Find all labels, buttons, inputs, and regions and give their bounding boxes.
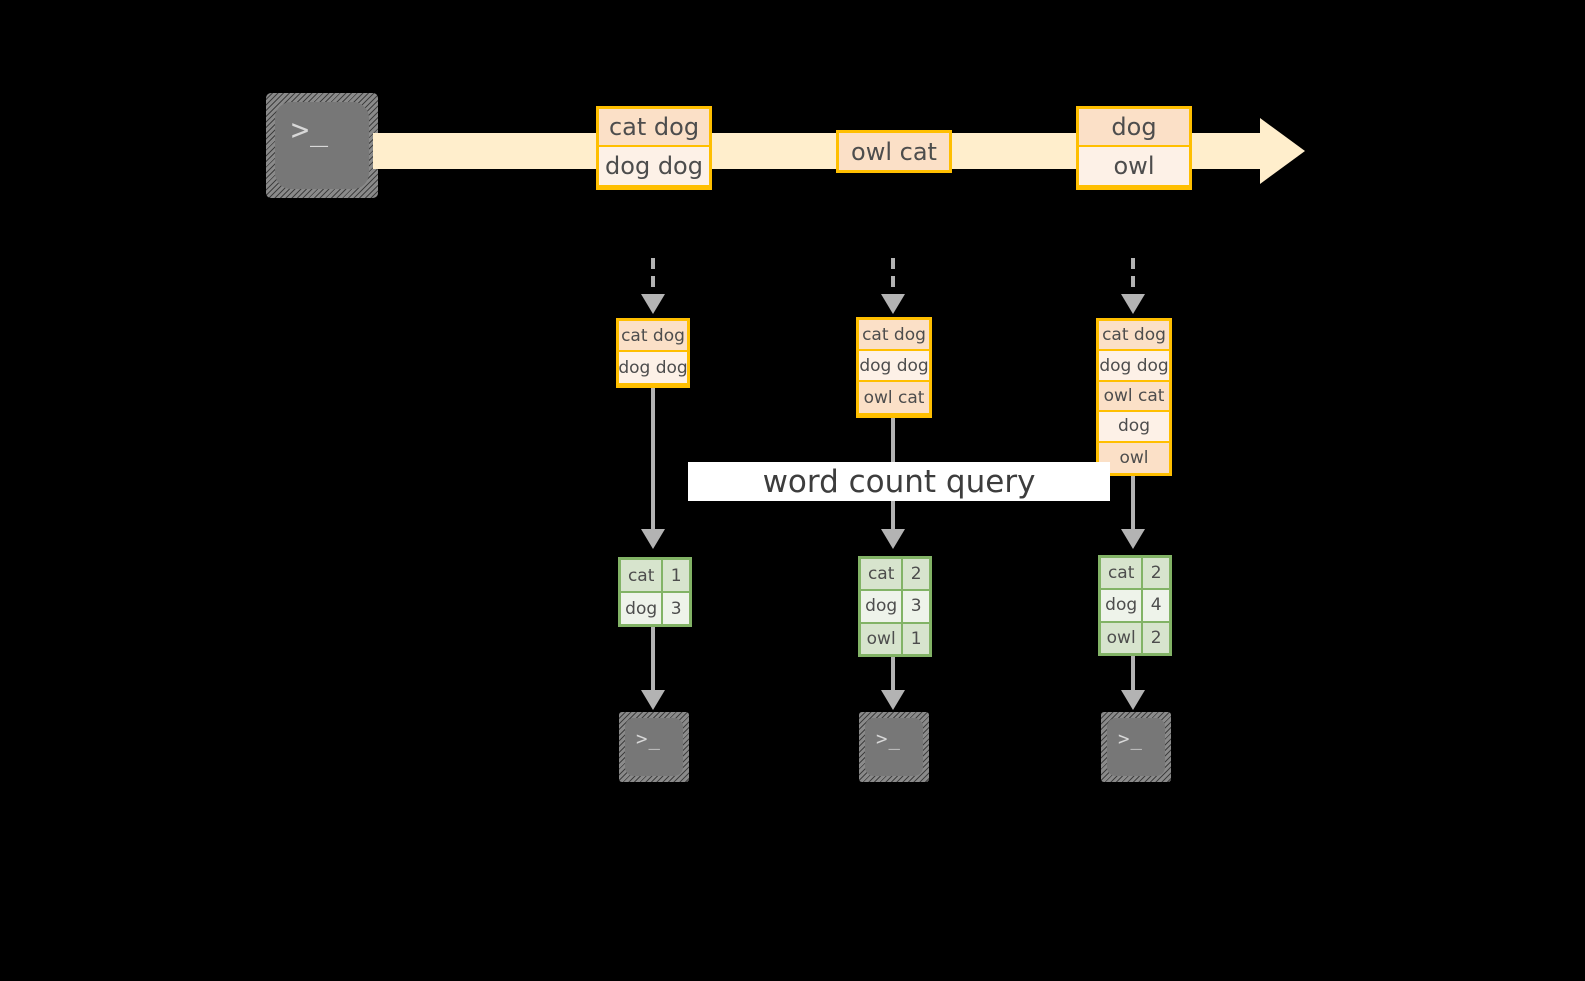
result-table-3: cat 2 dog 4 owl 2 (1098, 555, 1172, 656)
stream-tap-arrowhead-3 (1121, 294, 1145, 314)
stream-record-3: dog owl (1076, 106, 1192, 190)
result-word: dog (861, 591, 904, 622)
snapshot-input-table-1: cat dog dog dog (616, 318, 690, 388)
snapshot-input-table-3: cat dog dog dog owl cat dog owl (1096, 318, 1172, 476)
snapshot-input-line: dog dog (619, 352, 687, 383)
sink-flow-arrowhead-1 (641, 690, 665, 710)
result-word: cat (621, 560, 664, 591)
result-row: owl 1 (861, 623, 929, 654)
query-flow-line-3 (1131, 476, 1135, 531)
result-row: dog 3 (621, 593, 689, 624)
query-flow-line-1 (651, 388, 655, 531)
stream-record-line: dog dog (599, 147, 709, 185)
result-row: cat 1 (621, 560, 689, 593)
result-count: 1 (663, 560, 689, 591)
result-word: owl (1101, 622, 1144, 653)
result-row: owl 2 (1101, 622, 1169, 653)
terminal-screen: >_ (625, 718, 683, 776)
snapshot-input-line: owl cat (1099, 381, 1169, 413)
query-label-band: word count query (688, 462, 1110, 501)
sink-terminal-2: >_ (859, 712, 929, 782)
result-word: cat (861, 559, 904, 590)
result-count: 3 (663, 593, 689, 624)
snapshot-input-line: cat dog (1099, 321, 1169, 352)
result-row: dog 4 (1101, 590, 1169, 623)
sink-flow-line-3 (1131, 656, 1135, 692)
result-row: cat 2 (861, 559, 929, 592)
sink-flow-line-1 (651, 627, 655, 692)
query-label-text: word count query (762, 463, 1036, 500)
stream-arrow-head (1260, 118, 1305, 184)
result-row: dog 3 (861, 591, 929, 624)
source-terminal-icon: >_ (266, 93, 378, 198)
sink-flow-line-2 (891, 657, 895, 692)
sink-flow-arrowhead-3 (1121, 690, 1145, 710)
snapshot-input-line: dog dog (1099, 351, 1169, 382)
result-word: owl (861, 623, 904, 654)
stream-record-line: owl cat (839, 133, 949, 170)
result-count: 3 (903, 591, 929, 622)
stream-tap-line-3 (1131, 258, 1135, 296)
snapshot-input-line: owl cat (859, 382, 929, 413)
sink-flow-arrowhead-2 (881, 690, 905, 710)
stream-record-1: cat dog dog dog (596, 106, 712, 190)
stream-record-2: owl cat (836, 130, 952, 173)
stream-record-line: cat dog (599, 109, 709, 147)
result-word: cat (1101, 558, 1144, 589)
result-table-1: cat 1 dog 3 (618, 557, 692, 627)
snapshot-input-line: cat dog (619, 321, 687, 352)
terminal-prompt-glyph: >_ (291, 113, 330, 148)
result-count: 4 (1143, 590, 1169, 621)
terminal-prompt-glyph: >_ (1118, 728, 1143, 750)
snapshot-input-line: cat dog (859, 320, 929, 351)
stream-tap-arrowhead-1 (641, 294, 665, 314)
result-word: dog (621, 593, 664, 624)
result-count: 2 (903, 559, 929, 590)
sink-terminal-1: >_ (619, 712, 689, 782)
snapshot-input-line: owl (1099, 442, 1169, 473)
terminal-prompt-glyph: >_ (876, 728, 901, 750)
query-flow-arrowhead-3 (1121, 529, 1145, 549)
sink-terminal-3: >_ (1101, 712, 1171, 782)
stream-tap-line-2 (891, 258, 895, 296)
snapshot-input-line: dog (1099, 412, 1169, 443)
result-table-2: cat 2 dog 3 owl 1 (858, 556, 932, 657)
snapshot-input-table-2: cat dog dog dog owl cat (856, 317, 932, 418)
terminal-screen: >_ (275, 102, 369, 189)
result-word: dog (1101, 590, 1144, 621)
snapshot-input-line: dog dog (859, 351, 929, 382)
stream-tap-line-1 (651, 258, 655, 296)
result-count: 1 (903, 623, 929, 654)
query-flow-arrowhead-1 (641, 529, 665, 549)
terminal-screen: >_ (1107, 718, 1165, 776)
stream-record-line: owl (1079, 147, 1189, 185)
query-flow-arrowhead-2 (881, 529, 905, 549)
result-count: 2 (1143, 622, 1169, 653)
result-count: 2 (1143, 558, 1169, 589)
result-row: cat 2 (1101, 558, 1169, 591)
terminal-screen: >_ (865, 718, 923, 776)
stream-tap-arrowhead-2 (881, 294, 905, 314)
stream-record-line: dog (1079, 109, 1189, 147)
terminal-prompt-glyph: >_ (636, 728, 661, 750)
